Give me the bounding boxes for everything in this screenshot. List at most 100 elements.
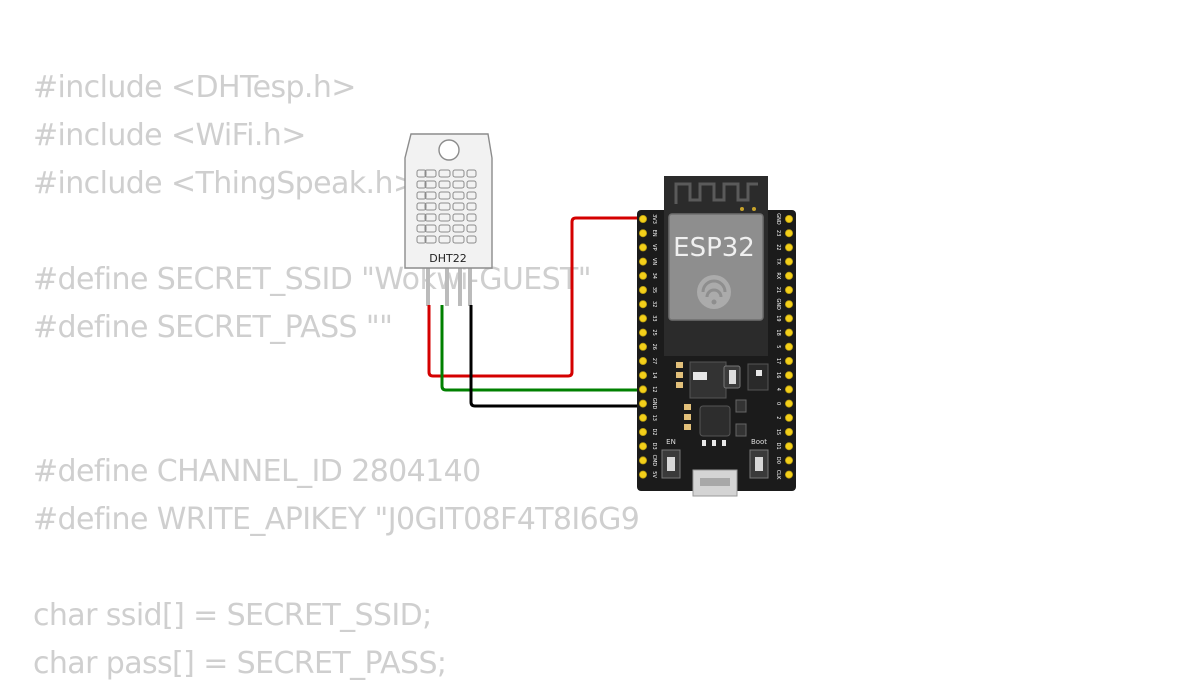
code-line: #include <WiFi.h>: [33, 118, 306, 153]
espressif-logo-icon: [697, 275, 731, 309]
pin-label: 2: [775, 416, 781, 419]
pin-label: 15: [775, 429, 781, 435]
esp32-shield: [668, 213, 764, 321]
pin-gnd[interactable]: [785, 214, 794, 223]
pin-17[interactable]: [785, 356, 794, 365]
pin-25[interactable]: [639, 328, 648, 337]
pin-label: D0: [775, 457, 781, 464]
pin-label: VP: [651, 244, 657, 250]
pin-27[interactable]: [639, 356, 648, 365]
pin-label: TX: [775, 257, 781, 265]
pin-label: 22: [775, 244, 781, 250]
esp32-board[interactable]: ESP32 EN Boot: [637, 176, 796, 497]
pin-23[interactable]: [785, 229, 794, 238]
pin-label: 5V: [651, 471, 657, 478]
pin-label: EN: [651, 230, 657, 237]
pin-clk[interactable]: [785, 470, 794, 479]
dht22-pin-vcc: [426, 260, 430, 306]
pin-gnd[interactable]: [639, 399, 648, 408]
pin-33[interactable]: [639, 314, 648, 323]
dht22-pin-data: [445, 260, 449, 306]
pin-label: 19: [775, 315, 781, 321]
pin-35[interactable]: [639, 285, 648, 294]
pin-d2[interactable]: [639, 427, 648, 436]
pin-15[interactable]: [785, 427, 794, 436]
dht22-sensor[interactable]: DHT22: [404, 133, 493, 306]
code-line: #define SECRET_SSID "Wokwi-GUEST": [33, 262, 592, 297]
dht22-mount-hole: [438, 139, 460, 161]
dht22-label: DHT22: [429, 252, 466, 265]
pin-4[interactable]: [785, 385, 794, 394]
pin-label: 32: [651, 301, 657, 307]
pin-22[interactable]: [785, 243, 794, 252]
pin-tx[interactable]: [785, 257, 794, 266]
boot-label: Boot: [751, 438, 767, 446]
pin-label: GND: [651, 398, 657, 410]
pin-label: 12: [651, 386, 657, 392]
pin-d0[interactable]: [785, 456, 794, 465]
pin-label: 5: [775, 345, 781, 348]
pin-3v3[interactable]: [639, 214, 648, 223]
pin-19[interactable]: [785, 314, 794, 323]
pin-label: GND: [775, 298, 781, 310]
pin-cmd[interactable]: [639, 456, 648, 465]
code-line: #include <DHTesp.h>: [33, 70, 356, 105]
pin-rx[interactable]: [785, 271, 794, 280]
pin-vp[interactable]: [639, 243, 648, 252]
data-wire[interactable]: [440, 305, 643, 392]
vcc-wire[interactable]: [427, 216, 643, 378]
pin-label: 4: [775, 388, 781, 391]
pin-5v[interactable]: [639, 470, 648, 479]
pin-21[interactable]: [785, 285, 794, 294]
pin-0[interactable]: [785, 399, 794, 408]
code-line: #define WRITE_APIKEY "J0GIT08F4T8I6G9: [33, 502, 640, 537]
pin-label: RX: [775, 272, 781, 279]
usb-uart-chip: [699, 405, 731, 437]
code-line: char pass[] = SECRET_PASS;: [33, 646, 447, 681]
circuit-diagram: DHT22 ESP32: [404, 133, 796, 497]
pin-26[interactable]: [639, 342, 648, 351]
pin-18[interactable]: [785, 328, 794, 337]
pin-label: D1: [775, 443, 781, 450]
pin-label: 14: [651, 372, 657, 378]
pin-label: CLK: [775, 470, 781, 480]
pin-d1[interactable]: [785, 442, 794, 451]
pin-34[interactable]: [639, 271, 648, 280]
pin-gnd[interactable]: [785, 300, 794, 309]
pin-label: 18: [775, 329, 781, 335]
pin-13[interactable]: [639, 413, 648, 422]
dht22-body: [404, 133, 493, 269]
code-line: #define SECRET_PASS "": [33, 310, 393, 345]
pin-vn[interactable]: [639, 257, 648, 266]
pin-label: D2: [651, 428, 657, 435]
code-line: #include <ThingSpeak.h>: [33, 166, 418, 201]
boot-button[interactable]: [749, 449, 769, 479]
pin-en[interactable]: [639, 229, 648, 238]
code-listing: #include <DHTesp.h> #include <WiFi.h> #inc…: [33, 64, 640, 688]
pin-label: D3: [651, 443, 657, 450]
pin-32[interactable]: [639, 300, 648, 309]
pin-label: 3V3: [651, 214, 657, 224]
pin-14[interactable]: [639, 371, 648, 380]
code-line: #define CHANNEL_ID 2804140: [33, 454, 481, 489]
pin-d3[interactable]: [639, 442, 648, 451]
pin-label: 13: [651, 415, 657, 421]
pin-12[interactable]: [639, 385, 648, 394]
pin-5[interactable]: [785, 342, 794, 351]
pin-label: 27: [651, 358, 657, 364]
pin-label: 35: [651, 287, 657, 293]
gnd-wire[interactable]: [469, 305, 643, 408]
antenna-trace: [674, 182, 758, 204]
dht22-pin-gnd: [468, 260, 472, 306]
code-line: char ssid[] = SECRET_SSID;: [33, 598, 432, 633]
micro-usb-port[interactable]: [692, 469, 738, 497]
pin-label: 26: [651, 344, 657, 350]
en-button[interactable]: [661, 449, 681, 479]
pin-label: 16: [775, 372, 781, 378]
pin-label: 34: [651, 273, 657, 279]
pin-16[interactable]: [785, 371, 794, 380]
pin-2[interactable]: [785, 413, 794, 422]
esp32-label: ESP32: [673, 233, 755, 263]
left-pin-header: 3V3ENVPVN343532332526271412GND13D2D3CMD5…: [639, 214, 657, 479]
